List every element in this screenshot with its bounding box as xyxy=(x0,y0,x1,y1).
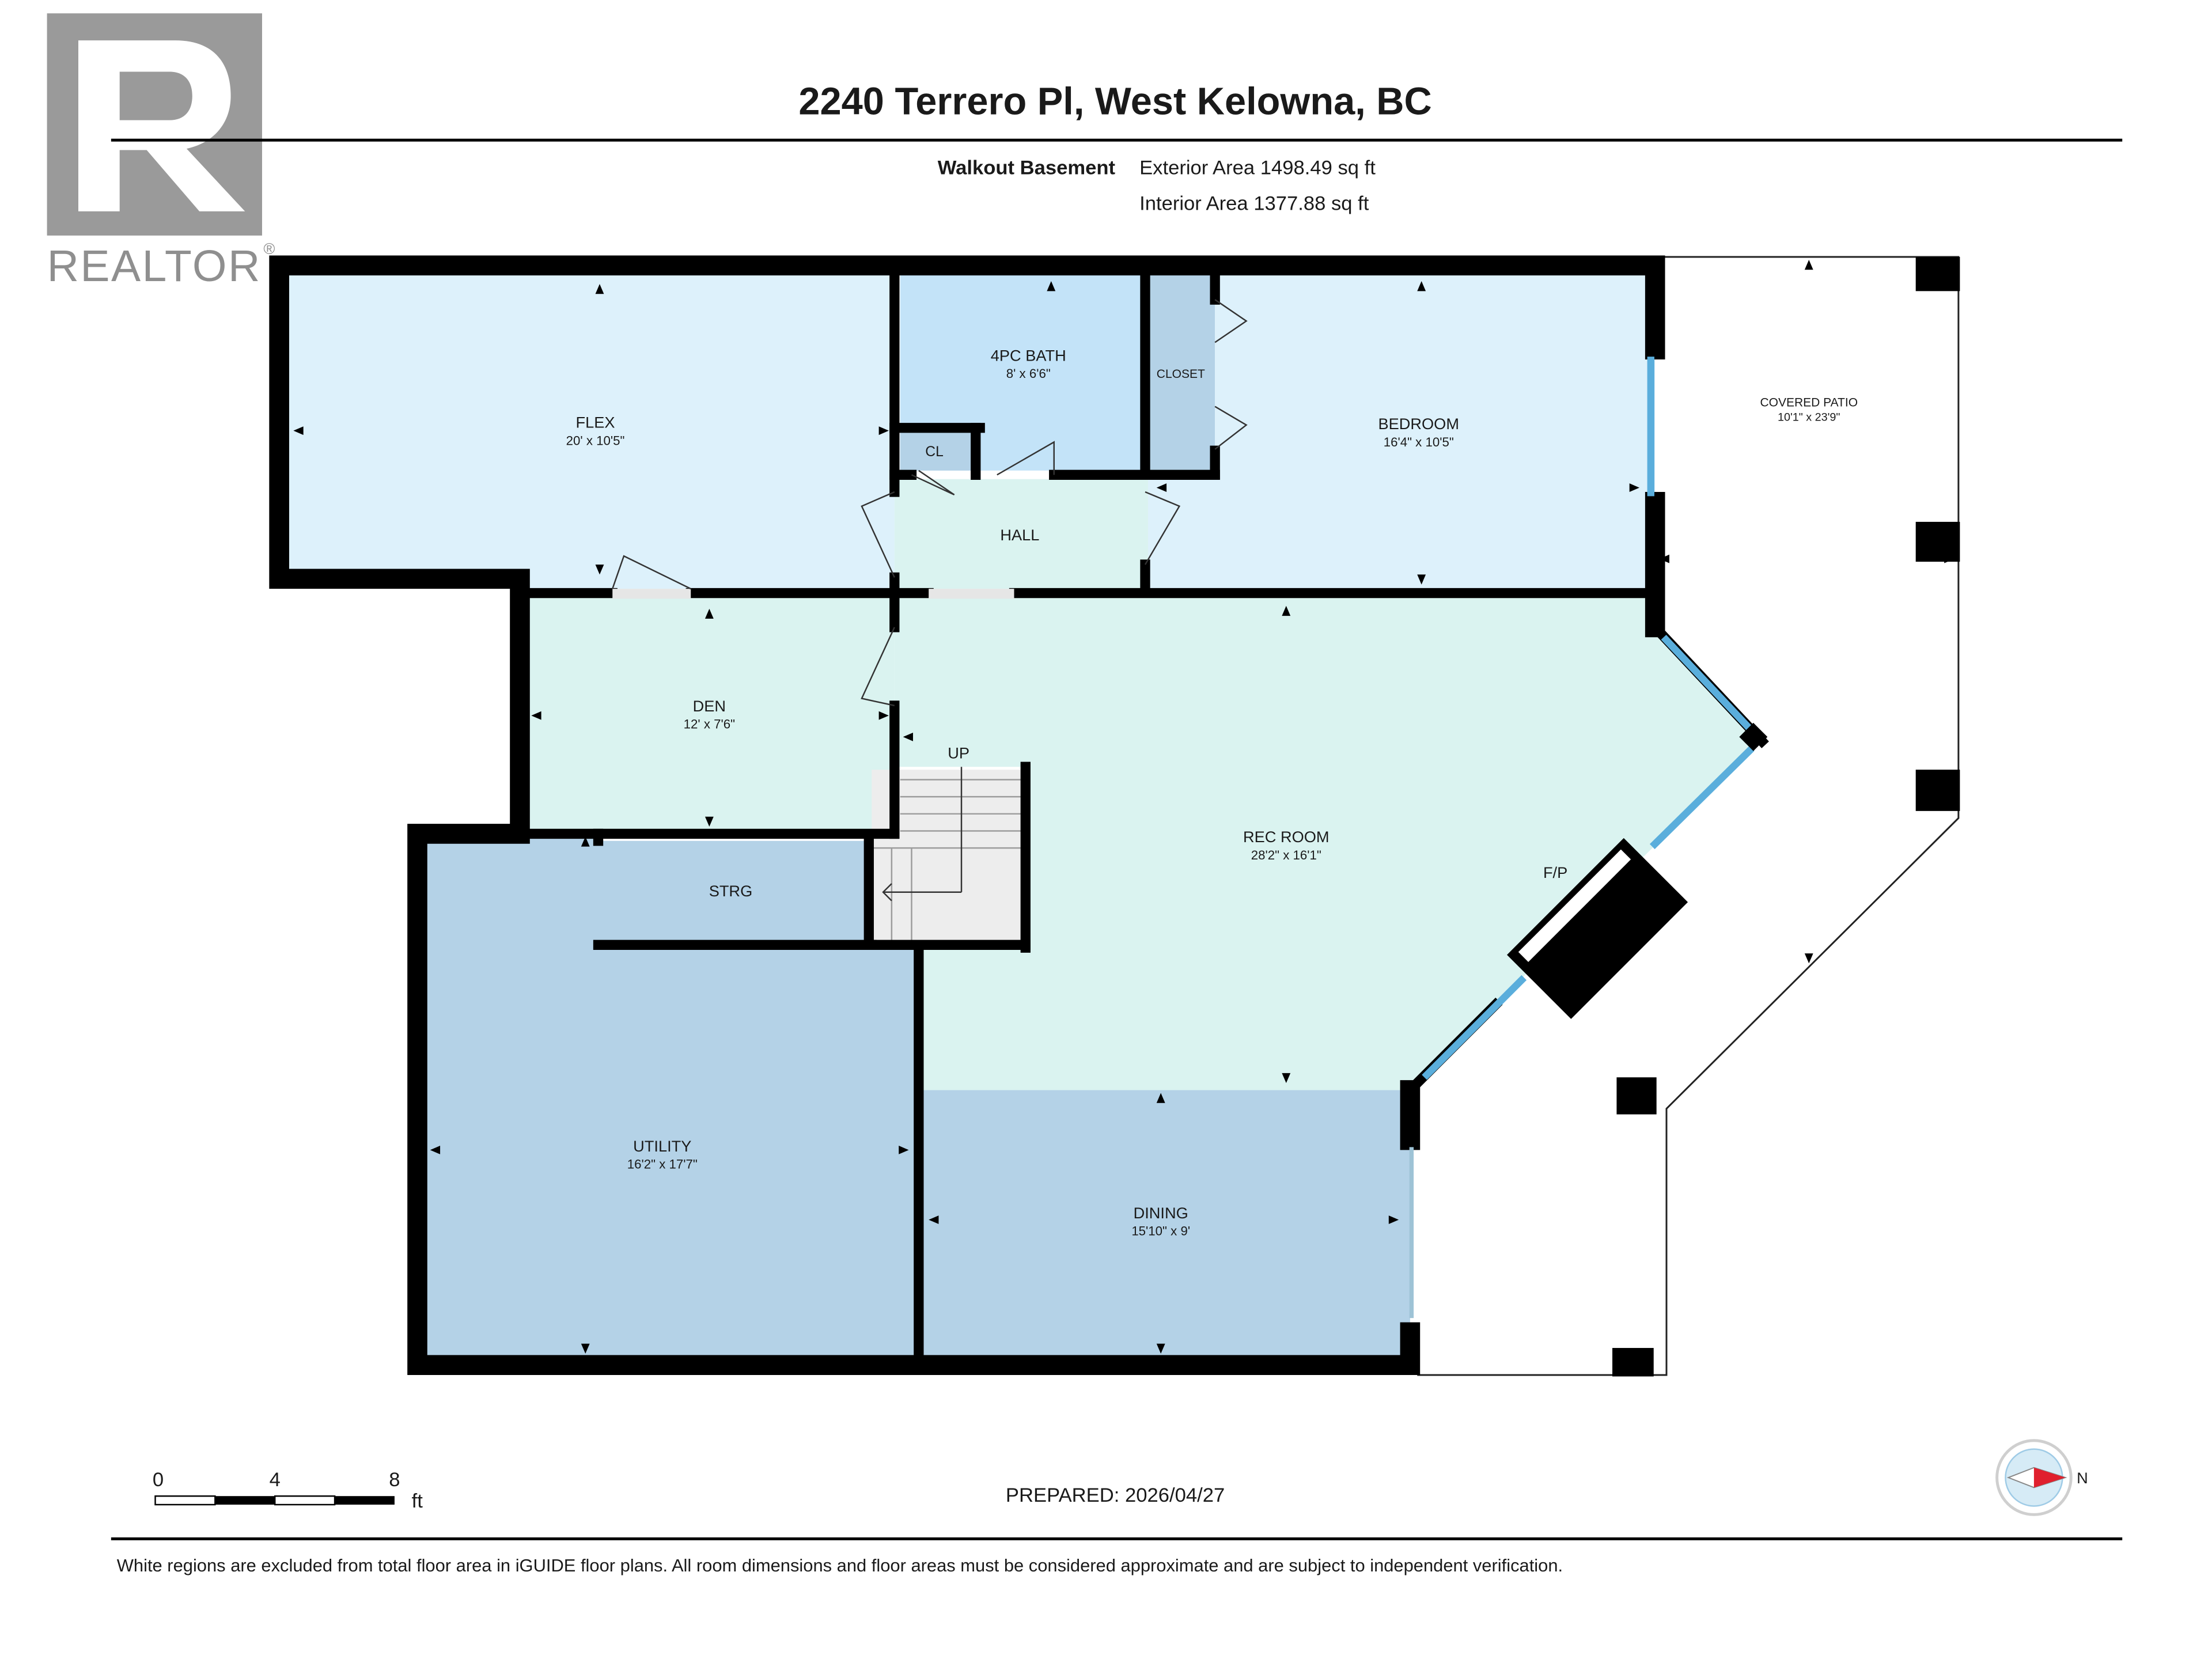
bedroom-dims: 16'4" x 10'5" xyxy=(1384,435,1454,449)
bedroom-label: BEDROOM xyxy=(1378,415,1459,433)
realtor-wordmark: REALTOR xyxy=(47,242,262,291)
registered-mark: ® xyxy=(263,240,275,257)
cl-label: CL xyxy=(925,444,944,460)
bath-room xyxy=(900,265,1148,471)
flex-room xyxy=(279,265,895,589)
fp-label: F/P xyxy=(1543,863,1567,881)
room-labels: FLEX 20' x 10'5" 4PC BATH 8' x 6'6" CLOS… xyxy=(566,347,1858,1238)
level-label: Walkout Basement xyxy=(938,157,1116,179)
up-label: UP xyxy=(948,744,969,762)
utility-dims: 16'2" x 17'7" xyxy=(627,1157,698,1171)
strg-room xyxy=(598,840,869,941)
footer-note: White regions are excluded from total fl… xyxy=(117,1555,1563,1575)
scale-label-4: 4 xyxy=(270,1469,281,1491)
stairs xyxy=(872,767,1023,944)
den-dims: 12' x 7'6" xyxy=(684,717,735,731)
den-room xyxy=(520,596,895,834)
utility-label: UTILITY xyxy=(633,1137,691,1155)
closet-label: CLOSET xyxy=(1157,368,1205,381)
cl-room xyxy=(900,430,976,471)
dining-room xyxy=(918,1090,1410,1365)
room-fills xyxy=(279,265,1762,1365)
utility-room xyxy=(417,834,916,1365)
scale-unit: ft xyxy=(412,1490,423,1512)
bedroom-room xyxy=(1147,265,1656,589)
bath-dims: 8' x 6'6" xyxy=(1006,366,1051,381)
rec-room xyxy=(894,596,1762,1090)
dining-label: DINING xyxy=(1134,1204,1188,1222)
scale-label-8: 8 xyxy=(389,1469,400,1491)
patio-label: COVERED PATIO xyxy=(1760,396,1858,410)
fireplace xyxy=(1507,722,1768,1019)
doors xyxy=(612,299,1248,707)
rec-dims: 28'2" x 16'1" xyxy=(1251,848,1321,862)
compass-north: N xyxy=(2077,1469,2088,1487)
dining-dims: 15'10" x 9' xyxy=(1131,1224,1190,1238)
strg-label: STRG xyxy=(709,882,753,900)
exterior-area: Exterior Area 1498.49 sq ft xyxy=(1139,157,1376,179)
realtor-logo: REALTOR ® xyxy=(47,13,275,291)
prepared-date: PREPARED: 2026/04/27 xyxy=(1006,1484,1225,1506)
closet-room xyxy=(1147,265,1215,471)
dimension-markers xyxy=(293,259,1955,1354)
scale-label-0: 0 xyxy=(153,1469,164,1491)
page-title: 2240 Terrero Pl, West Kelowna, BC xyxy=(798,81,1431,123)
scale-bar: 0 4 8 ft xyxy=(153,1469,423,1512)
flex-dims: 20' x 10'5" xyxy=(566,433,625,448)
interior-area: Interior Area 1377.88 sq ft xyxy=(1139,192,1369,214)
patio-posts xyxy=(1612,257,1960,1377)
hall-room xyxy=(894,479,1148,589)
flex-label: FLEX xyxy=(576,414,615,431)
windows xyxy=(1409,357,1758,1319)
patio-dims: 10'1" x 23'9" xyxy=(1778,411,1840,423)
rec-label: REC ROOM xyxy=(1243,828,1330,846)
den-label: DEN xyxy=(693,697,726,715)
hall-label: HALL xyxy=(1000,526,1039,544)
compass-icon: N xyxy=(1995,1439,2088,1516)
bath-label: 4PC BATH xyxy=(991,347,1066,365)
